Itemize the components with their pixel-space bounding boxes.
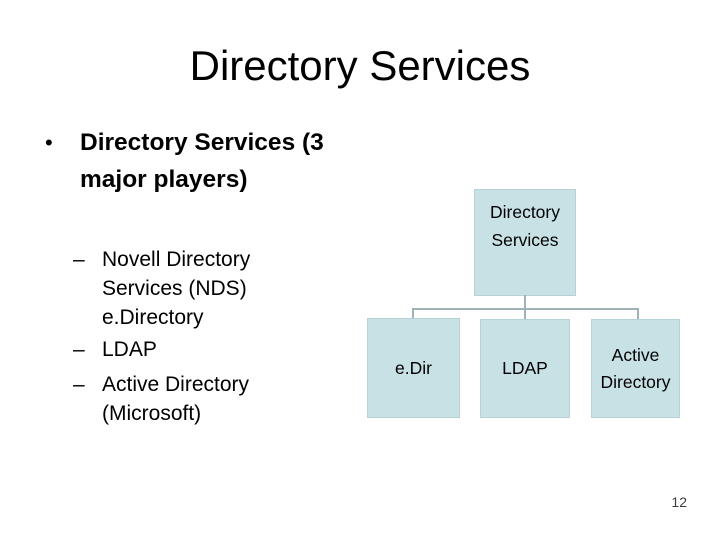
- bullet-main-line-2: major players): [80, 166, 248, 193]
- sub-bullet-item-ad: – Active Directory (Microsoft): [73, 370, 373, 428]
- sub-bullet-text: Novell Directory Services (NDS) e.Direct…: [102, 245, 250, 332]
- diagram-box-edir: e.Dir: [367, 318, 460, 418]
- connector-line: [412, 308, 414, 319]
- connector-line: [637, 308, 639, 320]
- sub-bullet-nds-line-2: Services (NDS): [102, 277, 247, 300]
- sub-bullet-item-nds: – Novell Directory Services (NDS) e.Dire…: [73, 245, 373, 332]
- slide-title: Directory Services: [189, 42, 531, 89]
- bullet-marker: •: [45, 130, 53, 155]
- sub-bullet-text: LDAP: [102, 335, 157, 364]
- diagram-box-ldap: LDAP: [480, 319, 570, 418]
- sub-bullet-ad-line-2: (Microsoft): [102, 402, 202, 425]
- bullet-main-line-1: Directory Services (3: [80, 129, 324, 156]
- sub-bullet-item-ldap: – LDAP: [73, 335, 373, 364]
- sub-bullet-text: Active Directory (Microsoft): [102, 370, 249, 428]
- sub-bullet-ldap-line-1: LDAP: [102, 338, 157, 361]
- connector-line: [524, 308, 526, 320]
- bullet-item-main: • Directory Services (3 major players): [45, 124, 375, 198]
- dash-marker: –: [73, 373, 85, 396]
- sub-bullet-nds-line-3: e.Directory: [102, 306, 204, 329]
- dash-marker: –: [73, 248, 85, 271]
- bullet-main-text: Directory Services (3 major players): [80, 124, 324, 198]
- dash-marker: –: [73, 338, 85, 361]
- connector-line: [524, 295, 526, 309]
- sub-bullet-nds-line-1: Novell Directory: [102, 248, 251, 271]
- page-number: 12: [671, 494, 687, 510]
- diagram-box-root: Directory Services: [474, 189, 576, 296]
- diagram-box-active-directory: Active Directory: [591, 319, 680, 418]
- sub-bullet-ad-line-1: Active Directory: [102, 373, 250, 396]
- sub-bullet-list: – Novell Directory Services (NDS) e.Dire…: [73, 245, 373, 428]
